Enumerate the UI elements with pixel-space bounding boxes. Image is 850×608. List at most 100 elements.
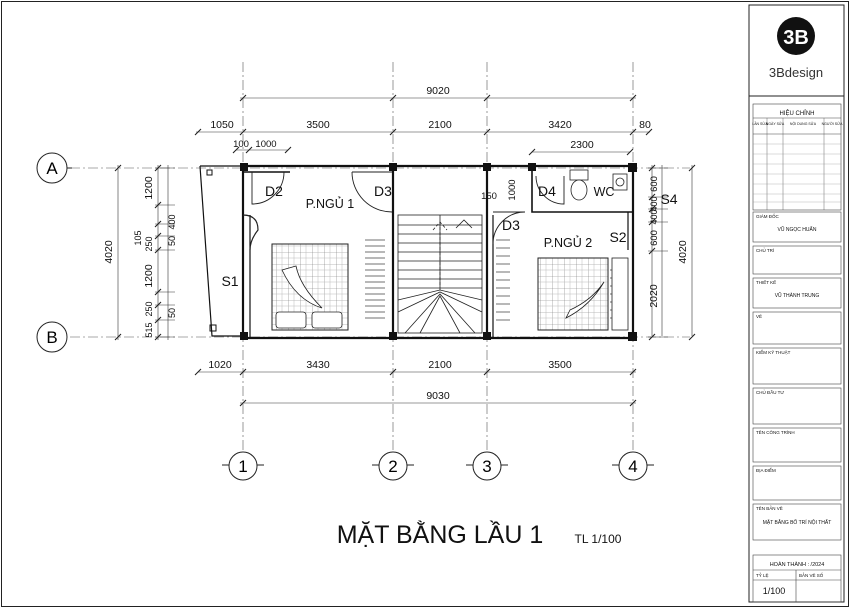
title-scale-value: 1/100 [763,586,786,596]
dimension-lines [117,97,693,404]
label-door-d2: D2 [265,183,283,199]
dim-top-seg-5: 80 [639,119,651,131]
grid-bubble-2: 2 [372,451,414,481]
dim-left-5: 105 [133,230,143,245]
grid-label-b: B [46,328,57,347]
dimension-labels: 9020 1050 3500 2100 3420 80 100 1000 230… [103,85,689,402]
balcony-outline [199,165,243,337]
dim-left-4: 250 [144,236,154,251]
label-door-d4: D4 [538,183,556,199]
door-d2 [251,171,285,205]
label-door-d3-left: D3 [374,183,392,199]
lead-label: CHỦ TRÌ [756,247,774,253]
sheet-name-label: TÊN BẢN VẼ [756,504,783,511]
grid-bubble-1: 1 [222,451,264,481]
drafter-label: VẼ [756,313,762,319]
investor-label: CHỦ ĐẦU TƯ [756,389,784,395]
grid-bubble-3: 3 [466,451,508,481]
dim-left-2: 400 [167,214,177,229]
doors [242,171,565,251]
designer-name: VŨ THÀNH TRUNG [775,292,820,299]
completion-date: HOÀN THÀNH : /2024 [770,561,825,568]
dim-left-8: 50 [167,308,177,318]
dim-right-1: 600 [649,176,660,192]
drawing-scale: TL 1/100 [575,532,622,546]
wc-wall [531,166,633,213]
dim-top-sub-1: 100 [233,139,249,150]
grid-bubble-b: B [36,321,68,353]
grid-bubble-4: 4 [612,451,654,481]
label-window-s1: S1 [221,273,238,289]
door-d3-right [492,211,526,245]
wc-fixtures [569,169,628,201]
room-label-bedroom-1: P.NGỦ 1 [306,196,354,211]
dim-right-3: 400 [649,209,659,224]
columns [206,163,637,341]
staircase [397,214,483,334]
sheet-name: MẶT BẰNG BỐ TRÍ NỘI THẤT [763,518,832,526]
dim-top-sub-2: 1000 [255,139,276,150]
dimension-ticks [114,94,696,407]
dim-bottom-overall: 9030 [426,390,450,402]
window-s1 [242,214,259,251]
dim-left-3: 50 [167,236,177,246]
dim-left-7: 250 [144,301,154,316]
room-label-bedroom-2: P.NGỦ 2 [544,235,592,250]
revision-col-1: LẦN SỬA [752,121,768,126]
dim-bottom-seg-4: 3500 [548,359,572,371]
dim-top-overall: 9020 [426,85,450,97]
grid-label-a: A [46,159,58,178]
door-d4 [535,175,565,205]
revision-col-4: NGƯỜI SỬA [822,121,844,126]
grid-axes [70,62,690,452]
title-scale-label: TỶ LỆ [756,571,769,578]
revision-col-2: NGÀY SỬA [766,121,785,126]
brand-logo: 3B 3Bdesign [769,17,823,80]
grid-label-4: 4 [628,457,637,476]
logo-mark: 3B [783,27,809,49]
dim-left-6: 1200 [143,264,155,288]
brand-name: 3Bdesign [769,65,823,80]
dim-bottom-seg-2: 3430 [306,359,330,371]
dim-top-seg-3: 2100 [428,119,452,131]
revision-header: HIỆU CHỈNH [779,109,814,117]
label-door-d3-right: D3 [502,217,520,233]
dim-stair-gap: 150 [481,191,497,202]
label-window-s4: S4 [660,191,677,207]
dim-left-9: 515 [144,322,154,337]
title-block: 3B 3Bdesign HIỆU CHỈNH LẦN SỬA NGÀY SỬA … [748,4,845,603]
grid-bubble-a: A [36,152,72,184]
dim-bottom-seg-3: 2100 [428,359,452,371]
dim-right-overall: 4020 [677,240,689,264]
label-window-s2: S2 [609,229,626,245]
grid-bubbles: A B 1 2 3 4 [36,152,654,481]
grid-label-1: 1 [238,457,247,476]
dim-top-seg-4: 3420 [548,119,572,131]
dim-right-5: 2020 [648,284,660,308]
dim-top-seg-2: 3500 [306,119,330,131]
grid-label-3: 3 [482,457,491,476]
director-name: VŨ NGỌC HUẤN [778,226,817,233]
dim-bottom-seg-1: 1020 [208,359,232,371]
door-d3-left [351,171,393,213]
designer-label: THIẾT KẾ [756,279,776,285]
dim-top-seg-1: 1050 [210,119,234,131]
bed-1 [271,243,349,331]
sheet-no-label: BẢN VẼ SỐ [799,572,824,578]
dim-top-wc: 2300 [570,139,594,151]
dim-left-overall: 4020 [103,240,115,264]
grid-label-2: 2 [388,457,397,476]
dim-right-2: 400 [649,196,659,211]
dim-left-1: 1200 [143,176,155,200]
dim-right-4: 600 [649,230,660,246]
checker-label: KIỂM KỸ THUẬT [756,349,791,355]
project-label: TÊN CÔNG TRÌNH [756,428,795,435]
bed-2 [537,257,629,331]
room-label-wc: WC [594,185,615,199]
location-label: ĐỊA ĐIỂM [756,467,776,473]
dim-wc-depth: 1000 [507,179,518,200]
drawing-title: MẶT BẰNG LẦU 1 [337,520,544,549]
director-label: GIÁM ĐỐC [756,213,780,219]
